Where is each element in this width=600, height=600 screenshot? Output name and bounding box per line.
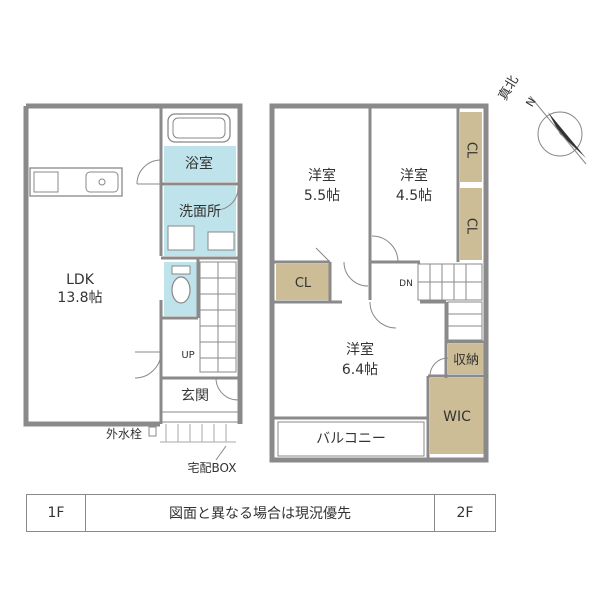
closet-2-label: CL <box>464 218 479 235</box>
room-b-size: 4.5帖 <box>396 188 432 204</box>
closet-3-fill <box>276 264 330 300</box>
washer-pan <box>167 225 195 251</box>
kitchen-sink <box>85 171 119 193</box>
outdoor-faucet-label: 外水栓 <box>106 426 142 441</box>
kitchen-counter <box>29 167 123 197</box>
floor1-interior-walls <box>159 108 238 424</box>
stairs-1f <box>199 261 237 373</box>
bathtub <box>167 113 231 143</box>
up-label: UP <box>181 350 194 361</box>
bath-room-floor <box>164 146 236 182</box>
room-b-name: 洋室 <box>400 167 428 184</box>
closet-3-label: CL <box>295 276 312 291</box>
bath-room-label: 浴室 <box>185 155 213 172</box>
compass-circle-icon <box>537 111 583 157</box>
closet-2-fill <box>460 188 482 260</box>
floor-1: LDK 13.8帖 浴室 洗面所 UP 玄関 外水栓 宅配BOX <box>23 103 243 475</box>
floor2-windows <box>271 105 440 419</box>
down-label: DN <box>399 279 413 289</box>
balcony-label: バルコニー <box>316 431 386 447</box>
delivery-box-label: 宅配BOX <box>188 460 237 475</box>
ldk-size: 13.8帖 <box>57 290 102 306</box>
kitchen-drain-icon <box>98 178 106 186</box>
toilet-tank <box>171 265 191 275</box>
closet-1-label: CL <box>464 142 479 159</box>
disclaimer-caption: 図面と異なる場合は現況優先 <box>86 495 435 531</box>
toilet-bowl <box>171 276 191 304</box>
floor-1-caption: 1F <box>27 495 86 531</box>
entrance-hatch <box>160 424 236 443</box>
outdoor-faucet-icon <box>148 426 157 437</box>
wic-label: WIC <box>443 409 471 425</box>
compass-needle-icon <box>548 112 586 158</box>
compass: 真北 N <box>496 73 587 165</box>
balcony-area <box>277 421 425 457</box>
floor-2-caption: 2F <box>456 505 474 521</box>
compass-axis <box>529 95 587 165</box>
floor2-doors <box>315 235 449 377</box>
closet-1-fill <box>460 112 482 182</box>
bathtub-inner <box>172 117 226 139</box>
ldk-label: LDK <box>66 272 95 288</box>
washbasin <box>207 231 235 251</box>
entrance-label: 玄関 <box>181 387 209 404</box>
delivery-box-leader <box>215 445 227 461</box>
storage-fill <box>448 344 484 374</box>
caption-row: 1F 図面と異なる場合は現況優先 2F <box>26 494 496 532</box>
room-a-name: 洋室 <box>308 167 336 184</box>
wic-fill <box>430 378 484 454</box>
kitchen-stove <box>33 171 59 193</box>
floor1-windows <box>25 250 140 425</box>
floor-2: 洋室 5.5帖 洋室 4.5帖 洋室 6.4帖 CL CL CL DN 収納 W… <box>269 103 489 463</box>
room-c-name: 洋室 <box>346 341 374 358</box>
stairs-2f <box>417 263 483 341</box>
washroom-label: 洗面所 <box>179 204 221 220</box>
room-c-size: 6.4帖 <box>342 362 378 378</box>
true-north-label: 真北 <box>496 73 522 103</box>
storage-label: 収納 <box>453 353 479 368</box>
room-a-size: 5.5帖 <box>304 188 340 204</box>
floor1-doors <box>134 159 239 401</box>
entrance-step <box>159 411 239 423</box>
